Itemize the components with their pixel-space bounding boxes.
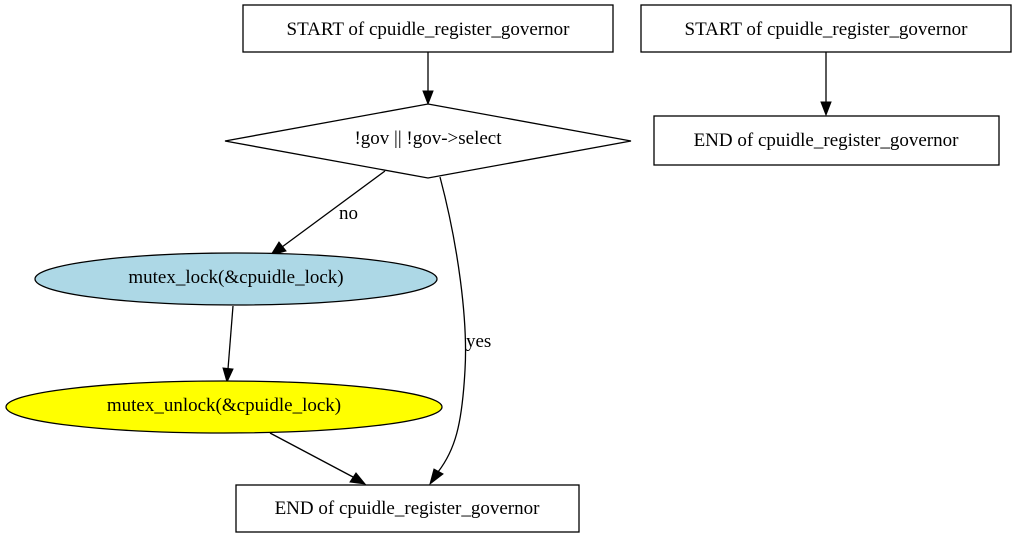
condition-node-label: !gov || !gov->select xyxy=(354,128,502,149)
condition-node: !gov || !gov->select xyxy=(224,103,632,179)
end-node-right: END of cpuidle_register_governor xyxy=(653,115,1000,166)
start-node-right: START of cpuidle_register_governor xyxy=(640,4,1012,53)
mutex-lock-node: mutex_lock(&cpuidle_lock) xyxy=(34,252,438,306)
edge-condition-to-end-yes xyxy=(429,176,467,486)
edge-yes-label: yes xyxy=(466,331,491,352)
mutex-lock-ellipse xyxy=(34,252,438,306)
start-node-left-label: START of cpuidle_register_governor xyxy=(287,19,571,40)
mutex-unlock-node: mutex_unlock(&cpuidle_lock) xyxy=(5,380,443,434)
start-node-right-label: START of cpuidle_register_governor xyxy=(685,19,969,40)
edge-lock-to-unlock xyxy=(222,305,234,384)
edge-right-start-to-end xyxy=(820,52,832,117)
edge-unlock-to-end xyxy=(269,432,367,485)
end-node-left-label: END of cpuidle_register_governor xyxy=(275,498,541,519)
start-node-left: START of cpuidle_register_governor xyxy=(242,4,614,53)
mutex-unlock-label: mutex_unlock(&cpuidle_lock) xyxy=(107,395,341,416)
end-node-right-label: END of cpuidle_register_governor xyxy=(694,130,960,151)
mutex-unlock-ellipse xyxy=(5,380,443,434)
edge-no-label: no xyxy=(339,203,358,224)
edge-start-to-condition xyxy=(422,52,434,106)
end-node-left: END of cpuidle_register_governor xyxy=(235,484,580,533)
edge-condition-to-lock-no xyxy=(269,170,386,256)
mutex-lock-label: mutex_lock(&cpuidle_lock) xyxy=(128,267,343,288)
